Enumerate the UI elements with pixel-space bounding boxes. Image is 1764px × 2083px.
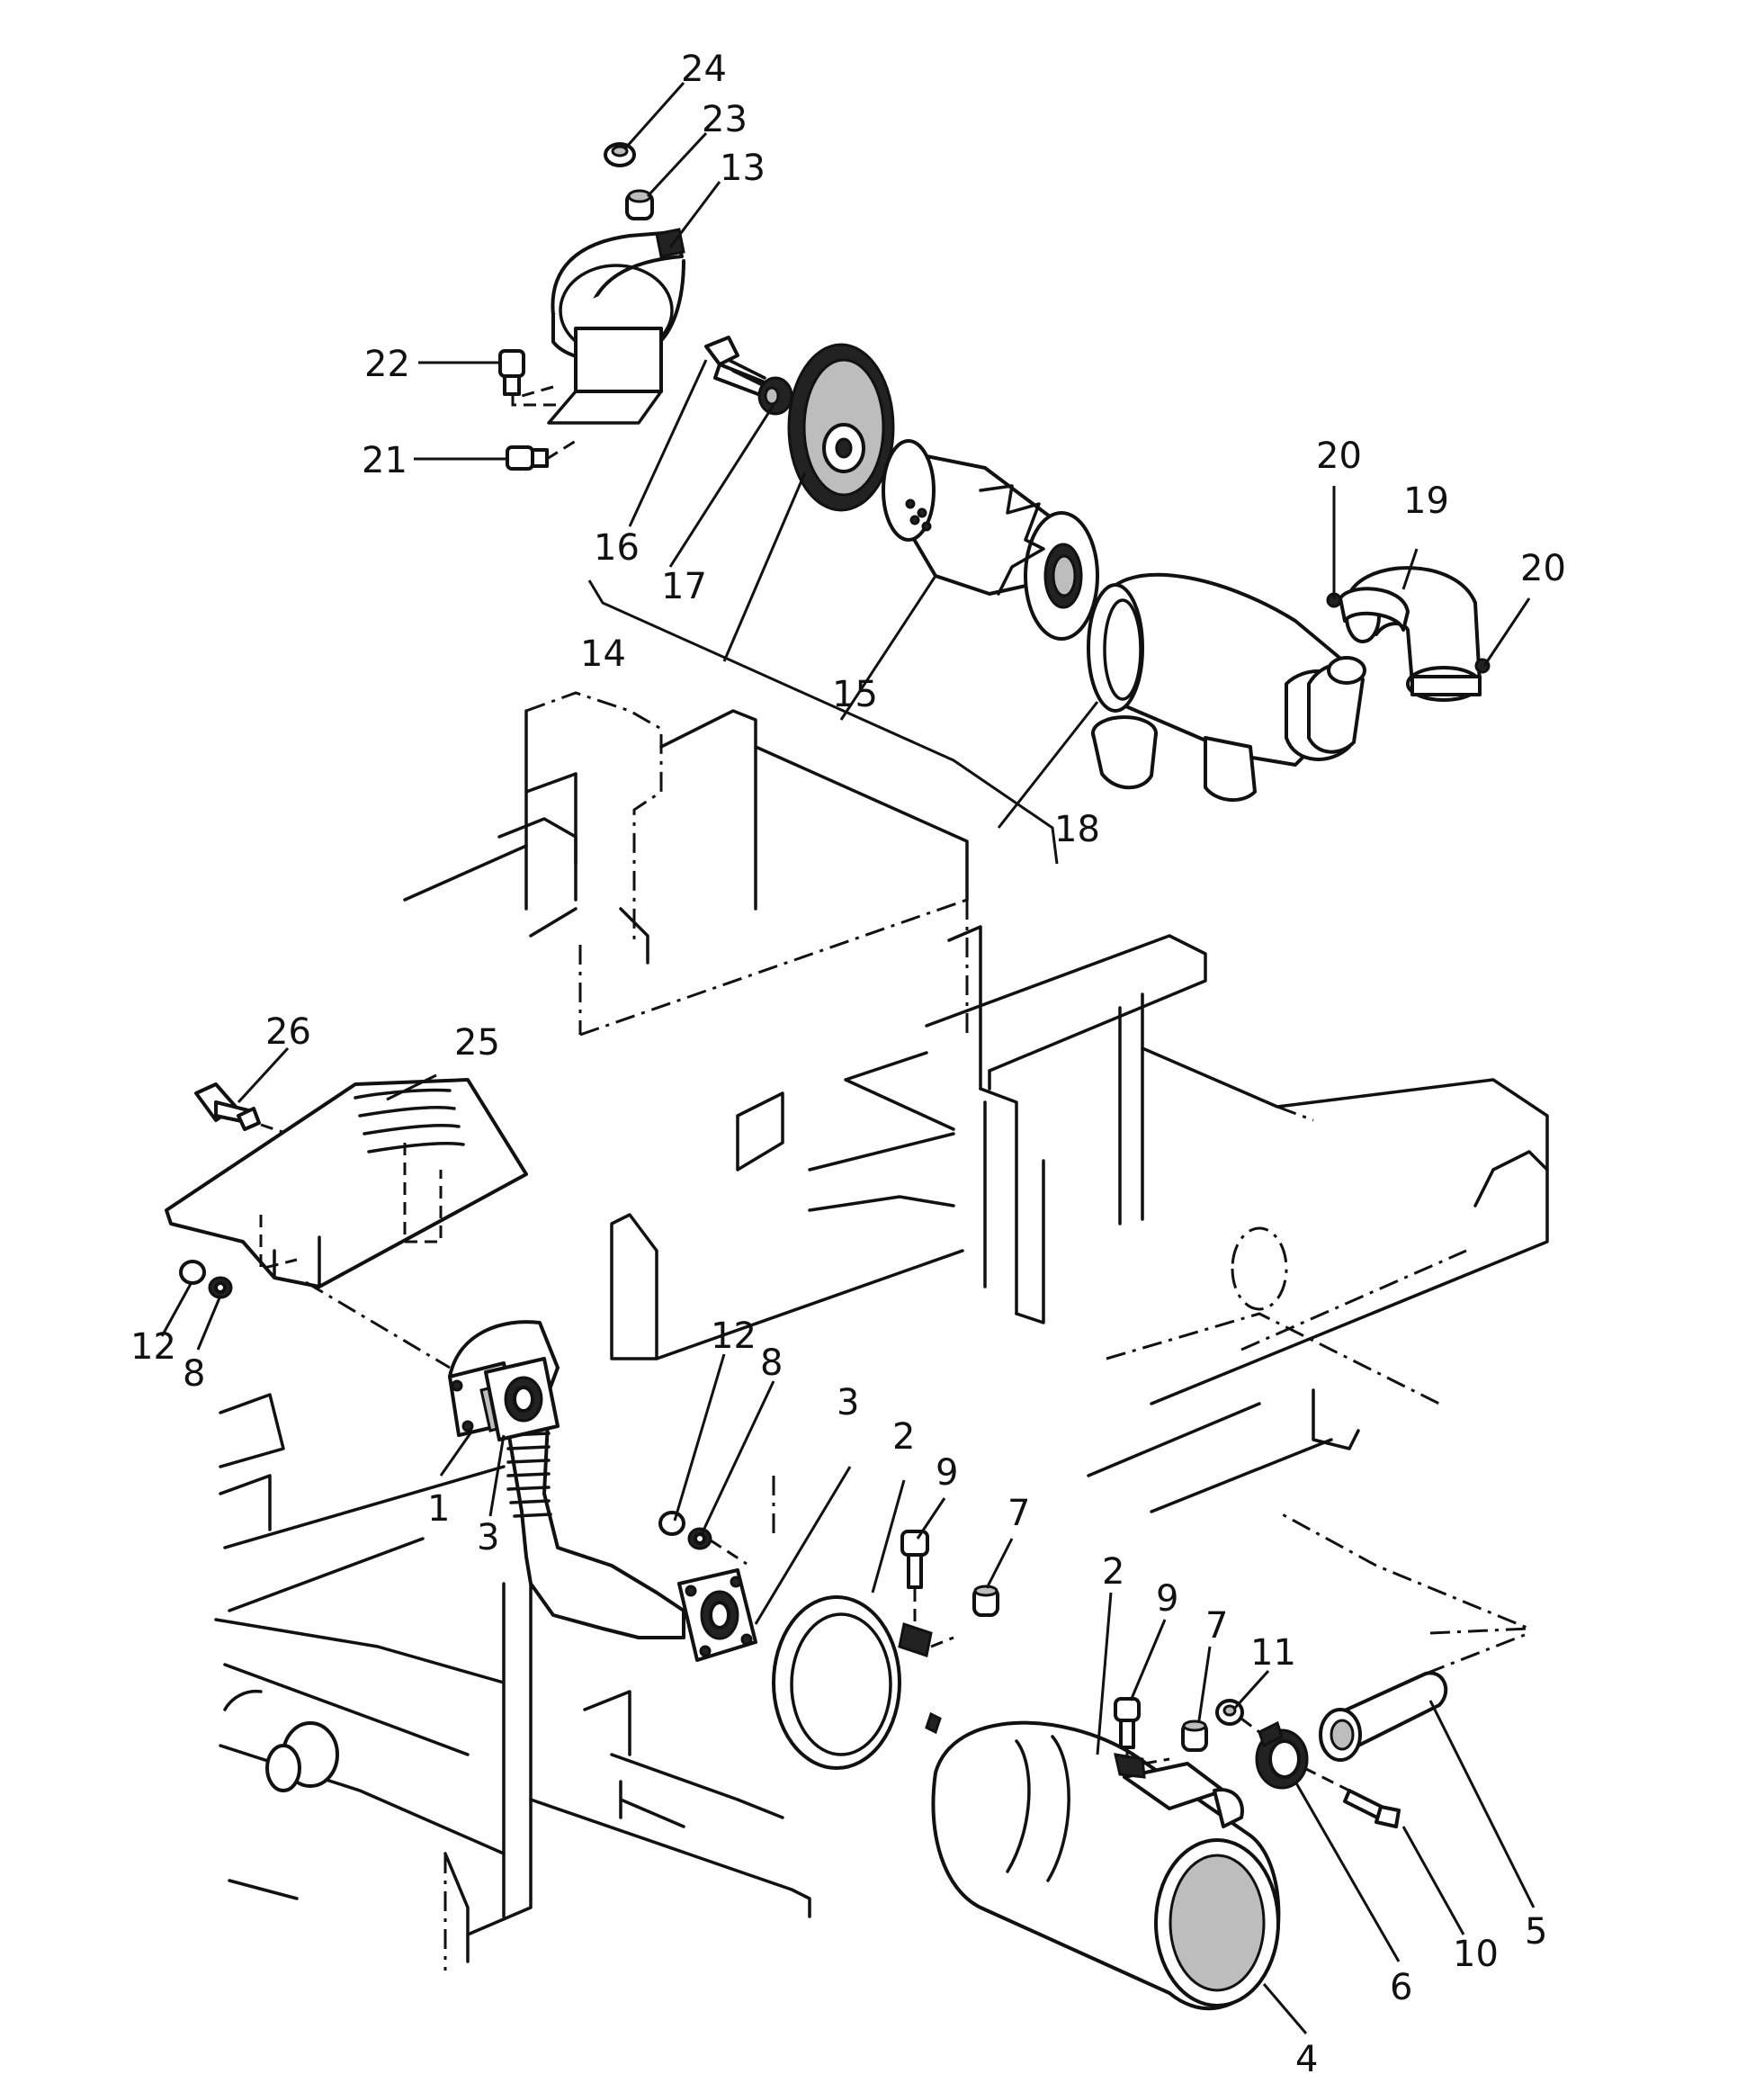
callout-labels: 24 23 13 22 21 16 17 14 15 20 19 20 18 2… (130, 49, 1566, 2080)
washer-17-icon (757, 376, 793, 416)
callout-24: 24 (681, 49, 727, 90)
nut-12a-icon (179, 1260, 206, 1285)
callout-15: 15 (832, 674, 878, 715)
flange-3-icon (677, 1568, 757, 1662)
callout-10: 10 (1453, 1934, 1499, 1975)
bolt-22-icon (498, 349, 558, 407)
callout-3b: 3 (477, 1517, 499, 1558)
callout-12a: 12 (130, 1326, 176, 1368)
hose-clamp-20a-icon (1326, 587, 1410, 632)
spacer-7b-icon (1181, 1719, 1208, 1752)
callout-17: 17 (661, 566, 707, 607)
washer-8b-icon (687, 1527, 748, 1566)
filter-element-15-icon (882, 439, 1099, 641)
callout-26: 26 (265, 1011, 311, 1053)
callout-2b: 2 (1102, 1551, 1124, 1593)
band-clamp-2a-icon (772, 1595, 954, 1770)
callout-3a: 3 (837, 1382, 859, 1423)
tail-pipe-5-icon (1319, 1671, 1448, 1762)
air-cleaner-body-icon (1087, 572, 1360, 803)
muffler-4-icon (925, 1711, 1281, 2011)
flex-pipe-icon (448, 1320, 685, 1639)
callout-2a: 2 (892, 1416, 915, 1458)
callout-5: 5 (1525, 1911, 1547, 1953)
heat-shield-25-icon (165, 1078, 528, 1288)
band-clamp-2b-icon (1114, 1753, 1170, 1779)
outlet-elbow-icon (1307, 656, 1366, 754)
callout-20a: 20 (1316, 435, 1362, 477)
nut-24-icon (604, 142, 636, 167)
callout-16: 16 (594, 527, 640, 569)
callout-7a: 7 (1007, 1493, 1030, 1534)
exhaust-assembly (165, 1078, 1530, 2011)
band-clamp-13-icon (521, 228, 685, 425)
callout-9b: 9 (1156, 1578, 1178, 1620)
callout-23: 23 (702, 99, 748, 140)
bolt-9a-icon (900, 1530, 929, 1629)
callout-13: 13 (720, 148, 766, 189)
cover-14-icon (787, 343, 895, 512)
callout-12b: 12 (711, 1315, 757, 1357)
callout-14: 14 (580, 633, 626, 675)
bolt-9b-icon (1114, 1697, 1141, 1756)
callout-19: 19 (1403, 480, 1449, 522)
washer-8a-icon (208, 1276, 233, 1299)
bolt-10-icon (1343, 1789, 1401, 1828)
callout-11: 11 (1250, 1632, 1296, 1674)
callout-21: 21 (362, 440, 407, 481)
callout-22: 22 (364, 344, 410, 385)
clamp-6-icon (1255, 1720, 1350, 1792)
callout-20b: 20 (1520, 548, 1566, 589)
callout-9a: 9 (936, 1452, 958, 1494)
callout-8b: 8 (760, 1342, 783, 1384)
fitting-26-icon (194, 1082, 289, 1136)
wing-bolt-16-icon (704, 336, 768, 398)
callout-7b: 7 (1205, 1605, 1228, 1647)
callout-1: 1 (427, 1488, 450, 1530)
chassis-frame (214, 691, 1549, 1971)
callout-8a: 8 (183, 1353, 205, 1395)
bolt-21-icon (506, 439, 577, 471)
callout-18: 18 (1054, 809, 1100, 850)
nut-12b-icon (658, 1511, 685, 1536)
spacer-23-icon (625, 189, 654, 220)
dust-valve-18-icon (1091, 715, 1158, 790)
air-cleaner-assembly (498, 142, 1491, 803)
callout-4: 4 (1295, 2039, 1318, 2080)
callout-25: 25 (454, 1022, 500, 1064)
leader-lines (160, 82, 1536, 2034)
spacer-7a-icon (972, 1585, 999, 1617)
callout-6: 6 (1390, 1967, 1412, 2008)
